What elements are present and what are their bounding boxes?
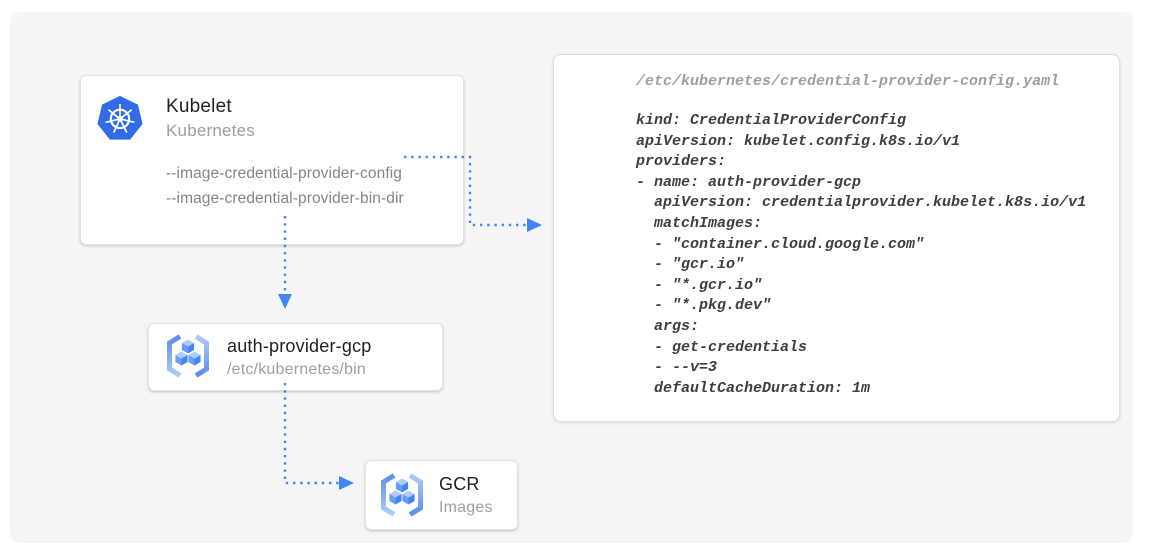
config-yaml-code: kind: CredentialProviderConfig apiVersio… [636, 112, 1087, 397]
auth-provider-title: auth-provider-gcp [227, 336, 372, 356]
kubelet-title: Kubelet [166, 96, 232, 117]
kubelet-flags: --image-credential-provider-config --ima… [166, 161, 404, 211]
kubelet-node-card: Kubelet Kubernetes --image-credential-pr… [80, 75, 464, 245]
container-registry-icon [381, 473, 423, 517]
flag-credential-provider-config: --image-credential-provider-config [166, 165, 402, 182]
auth-provider-gcp-node-card: auth-provider-gcp /etc/kubernetes/bin [148, 323, 443, 391]
flag-credential-provider-bin-dir: --image-credential-provider-bin-dir [166, 190, 404, 207]
kubelet-subtitle: Kubernetes [166, 121, 255, 140]
auth-provider-subtitle: /etc/kubernetes/bin [227, 361, 366, 378]
gcr-title: GCR [439, 474, 480, 494]
gcr-node-card: GCR Images [365, 460, 518, 530]
kubernetes-icon [97, 95, 143, 140]
gcr-subtitle: Images [439, 499, 493, 516]
config-file-path: /etc/kubernetes/credential-provider-conf… [636, 73, 1060, 90]
credential-provider-config-panel: /etc/kubernetes/credential-provider-conf… [553, 54, 1120, 422]
diagram-canvas: Kubelet Kubernetes --image-credential-pr… [10, 12, 1133, 543]
container-registry-icon [167, 334, 209, 378]
